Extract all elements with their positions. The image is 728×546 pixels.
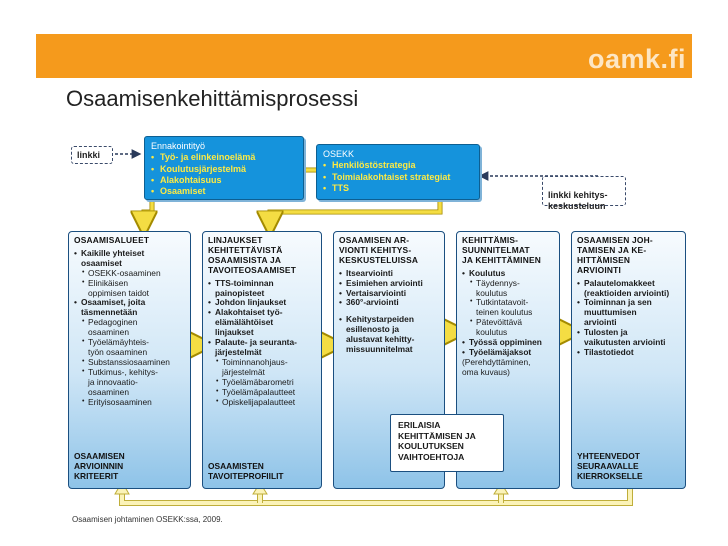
list-item: Tulosten ja vaikutusten arviointi: [577, 327, 680, 348]
column-footer: OSAAMISTEN TAVOITEPROFIILIT: [208, 461, 284, 482]
source-caption: Osaamisen johtaminen OSEKK:ssa, 2009.: [72, 515, 223, 524]
sub-item: Työelämäyhteis- työn osaaminen: [74, 337, 185, 358]
list-item: Toiminnan ja sen muuttumisen arviointi: [577, 298, 680, 328]
left-link-label: linkki: [77, 150, 101, 160]
left-link-box[interactable]: linkki: [71, 146, 113, 164]
column-heading: KEHITTÄMIS- SUUNNITELMAT JA KEHITTÄMINEN: [462, 235, 541, 265]
osekk-heading: OSEKK: [323, 149, 355, 159]
list-item: Vertaisarviointi: [339, 288, 439, 299]
list-item: Tilastotiedot: [577, 347, 680, 358]
right-link-box[interactable]: linkki kehitys- keskusteluun: [542, 176, 626, 211]
sub-item: Tutkimus-, kehitys- ja innovaatio- osaam…: [74, 367, 185, 398]
ennakointi-item: Alakohtaisuus: [151, 175, 297, 187]
column-osaamisalueet: OSAAMISALUEET Kaikille yhteiset osaamiset…: [68, 231, 191, 489]
list-item: Palautelomakkeet (reaktioiden arviointi): [577, 278, 680, 299]
sub-item: Substanssiosaaminen: [74, 357, 185, 368]
column-footer: OSAAMISEN ARVIOINNIN KRITEERIT: [74, 451, 125, 482]
column-arviointi: OSAAMISEN AR- VIONTI KEHITYS- KESKUSTELU…: [333, 231, 445, 489]
list-item: Johdon linjaukset: [208, 298, 316, 309]
sub-item: Toiminnanohjaus- järjestelmät: [208, 357, 316, 378]
osekk-item: Toimialakohtaiset strategiat: [323, 172, 473, 184]
top-right-down-arrow: [270, 200, 442, 224]
column-kehittaminen: KEHITTÄMIS- SUUNNITELMAT JA KEHITTÄMINEN…: [456, 231, 560, 489]
sub-item: Työelämäpalautteet: [208, 387, 316, 398]
right-link-label: linkki kehitys- keskusteluun: [548, 190, 608, 211]
list-item: Työelämäjaksot: [462, 347, 554, 358]
list-item: Työssä oppiminen: [462, 337, 554, 348]
column-heading: LINJAUKSET KEHITETTÄVISTÄ OSAAMISISTA JA…: [208, 235, 297, 275]
osekk-item: TTS: [323, 183, 473, 195]
osekk-box: OSEKK Henkilöstöstrategia Toimialakohtai…: [316, 144, 480, 200]
osekk-item: Henkilöstöstrategia: [323, 160, 473, 172]
brand-logo: oamk.fi: [587, 44, 686, 74]
sub-item: Tutkintatavoit- teinen koulutus: [462, 298, 554, 318]
list-item: Kehitystarpeiden esillenosto ja alustava…: [339, 314, 439, 355]
list-item: Osaamiset, joita täsmennetään: [74, 298, 185, 318]
list-item: Koulutus: [462, 268, 554, 279]
feedback-loop: [119, 489, 633, 506]
list-item: 360°-arviointi: [339, 298, 439, 309]
sub-item: OSEKK-osaaminen: [74, 268, 185, 279]
ennakointi-item: Työ- ja elinkeinoelämä: [151, 152, 297, 164]
header-bar: [36, 34, 692, 78]
sub-item: Pedagoginen osaaminen: [74, 317, 185, 338]
sub-item: Täydennys- koulutus: [462, 278, 554, 299]
list-item: (Perehdyttäminen, oma kuvaus): [462, 356, 531, 377]
list-item: Itsearviointi: [339, 268, 439, 279]
page-title: Osaamisenkehittämisprosessi: [66, 86, 359, 111]
sub-item: Elinikäisen oppimisen taidot: [74, 278, 185, 299]
column-heading: OSAAMISEN AR- VIONTI KEHITYS- KESKUSTELU…: [339, 235, 419, 265]
ennakointi-heading: Ennakointityö: [151, 141, 206, 151]
column-johtaminen: OSAAMISEN JOH- TAMISEN JA KE- HITTÄMISEN…: [571, 231, 686, 489]
ennakointi-box: Ennakointityö Työ- ja elinkeinoelämä Kou…: [144, 136, 304, 200]
column-flow-arrows: [191, 332, 571, 345]
column-heading: OSAAMISEN JOH- TAMISEN JA KE- HITTÄMISEN…: [577, 235, 653, 275]
column-footer: YHTEENVEDOT SEURAAVALLE KIERROKSELLE: [577, 451, 643, 482]
ennakointi-item: Koulutusjärjestelmä: [151, 164, 297, 176]
sub-item: Pätevöittävä koulutus: [462, 317, 554, 338]
sub-item: Opiskelijapalautteet: [208, 397, 316, 408]
alternatives-box: ERILAISIA KEHITTÄMISEN JA KOULUTUKSEN VA…: [390, 414, 504, 472]
top-left-down-arrow: [144, 200, 152, 224]
list-item: Alakohtaiset työ- elämälähtöiset linjauk…: [208, 307, 316, 338]
process-diagram: linkki linkki kehitys- keskusteluun Enna…: [60, 132, 690, 512]
sub-item: Työelämäbarometri: [208, 377, 316, 388]
connectors: [114, 149, 642, 506]
ennakointi-item: Osaamiset: [151, 186, 297, 198]
list-item: Palaute- ja seuranta- järjestelmät: [208, 337, 316, 358]
list-item: TTS-toiminnan painopisteet: [208, 278, 316, 299]
list-item: Esimiehen arviointi: [339, 278, 439, 289]
column-heading: OSAAMISALUEET: [74, 235, 150, 245]
sub-item: Erityisosaaminen: [74, 397, 185, 408]
column-linjaukset: LINJAUKSET KEHITETTÄVISTÄ OSAAMISISTA JA…: [202, 231, 322, 489]
list-item: Kaikille yhteiset osaamiset: [74, 248, 185, 269]
